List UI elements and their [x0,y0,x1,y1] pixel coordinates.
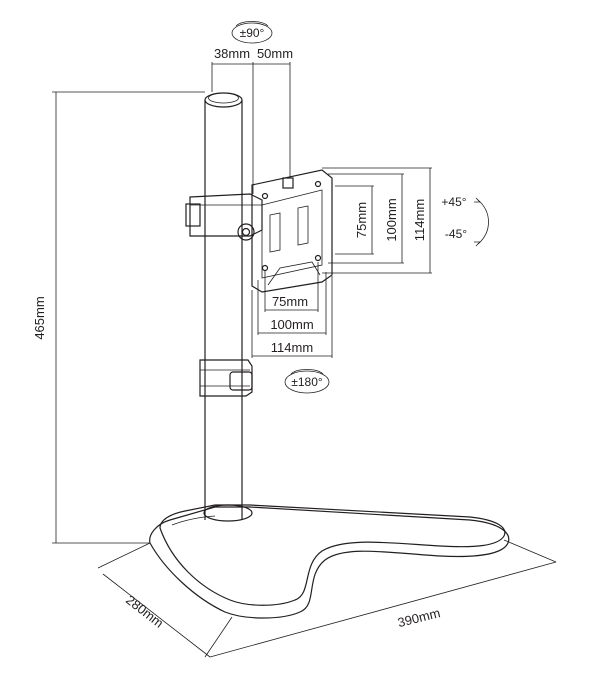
rotate-bottom-badge: ±180° [284,369,330,394]
base-outline [149,506,510,619]
label-swivel-top: ±90° [240,26,265,40]
dim-width: 390mm [209,539,557,658]
base-contour [171,515,216,526]
label-tilt-down: -45° [445,227,467,241]
pole-socket [203,504,253,522]
arm-clamp [185,193,263,241]
dim-offsets: 38mm 50mm [211,46,293,194]
base-top-surface [159,504,506,606]
pole [204,92,243,520]
label-vesa-v-114: 114mm [412,199,427,241]
vesa-plate [251,169,333,293]
label-height: 465mm [32,296,47,339]
swivel-top-badge: ±90° [231,21,273,44]
label-vesa-h-100: 100mm [270,317,313,332]
label-offset-38: 38mm [214,46,250,61]
label-offset-50: 50mm [257,46,293,61]
label-vesa-h-114: 114mm [271,340,313,355]
label-width: 390mm [396,605,442,630]
label-rotate-bottom: ±180° [291,375,323,389]
dim-vesa-vertical: 75mm 100mm 114mm [322,167,432,274]
tilt-indicator: +45° -45° [441,195,489,247]
label-vesa-h-75: 75mm [272,294,308,309]
dim-vesa-horizontal: 75mm 100mm 114mm [251,262,333,358]
cable-clip [199,359,253,397]
dim-height: 465mm [32,91,205,544]
label-tilt-up: +45° [441,195,466,209]
dim-depth: 280mm [97,542,233,658]
tilt-knob [237,223,255,241]
label-vesa-v-75: 75mm [354,202,369,238]
stand-base [149,504,510,619]
label-vesa-v-100: 100mm [384,198,399,241]
label-depth: 280mm [123,592,166,631]
